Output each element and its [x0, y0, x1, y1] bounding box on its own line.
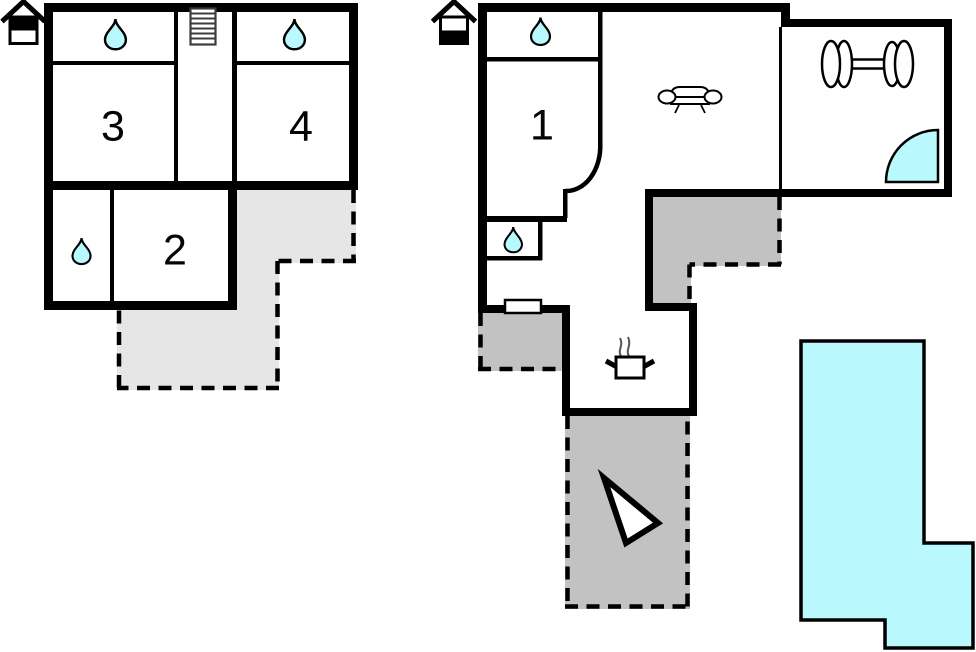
- room-label-1: 1: [530, 101, 554, 150]
- wall: [44, 301, 237, 310]
- interior-wall: [53, 61, 176, 65]
- middle-terrace-area: [653, 197, 781, 303]
- side-terrace-dashed-border: [478, 313, 562, 372]
- water-drop-icon: [282, 17, 307, 51]
- door-icon: [503, 298, 543, 315]
- room-label-4: 4: [289, 102, 313, 151]
- wall: [781, 3, 790, 27]
- interior-wall: [538, 222, 543, 260]
- wall: [228, 181, 237, 310]
- wall: [562, 408, 697, 416]
- ground-floor-plan: [478, 3, 975, 650]
- dumbbell-icon: [820, 39, 915, 89]
- middle-terrace-dashed-border: [687, 197, 782, 303]
- interior-wall: [779, 27, 782, 189]
- house-upper-floor-icon: [0, 0, 47, 45]
- shower-quarter-icon: [884, 128, 940, 184]
- interior-wall: [237, 61, 349, 65]
- cooking-pot-icon: [604, 336, 656, 380]
- interior-wall: [486, 216, 567, 222]
- house-ground-floor-icon: [430, 0, 478, 45]
- water-drop-icon: [503, 225, 523, 254]
- water-drop-icon: [529, 16, 552, 47]
- bottom-terrace-dashed-border: [565, 416, 690, 609]
- wall: [781, 19, 952, 27]
- wall: [689, 303, 697, 416]
- wall: [944, 19, 952, 197]
- upper-floor-plan: [44, 3, 358, 391]
- interior-wall: [232, 12, 237, 183]
- swimming-pool: [799, 339, 975, 650]
- wall: [645, 189, 952, 197]
- wall: [44, 181, 358, 190]
- water-drop-icon: [71, 236, 92, 266]
- interior-wall-curved: [565, 144, 603, 194]
- stairs-icon: [189, 7, 217, 46]
- direction-arrow-icon: [597, 468, 664, 548]
- interior-wall: [174, 12, 178, 183]
- upper-terrace-area: [117, 190, 356, 390]
- interior-wall: [486, 57, 602, 62]
- sofa-icon: [657, 86, 723, 114]
- interior-wall: [486, 256, 542, 261]
- water-drop-icon: [103, 17, 128, 51]
- wall: [478, 3, 487, 313]
- wall: [645, 189, 653, 311]
- wall: [478, 3, 790, 12]
- wall: [645, 303, 694, 311]
- interior-wall: [598, 11, 603, 147]
- room-label-2: 2: [163, 226, 187, 275]
- wall: [44, 3, 53, 310]
- wall: [349, 3, 358, 190]
- interior-wall: [110, 190, 114, 301]
- wall: [562, 305, 570, 416]
- side-terrace-area: [478, 313, 562, 371]
- interior-wall: [563, 189, 568, 218]
- room-label-3: 3: [101, 102, 125, 151]
